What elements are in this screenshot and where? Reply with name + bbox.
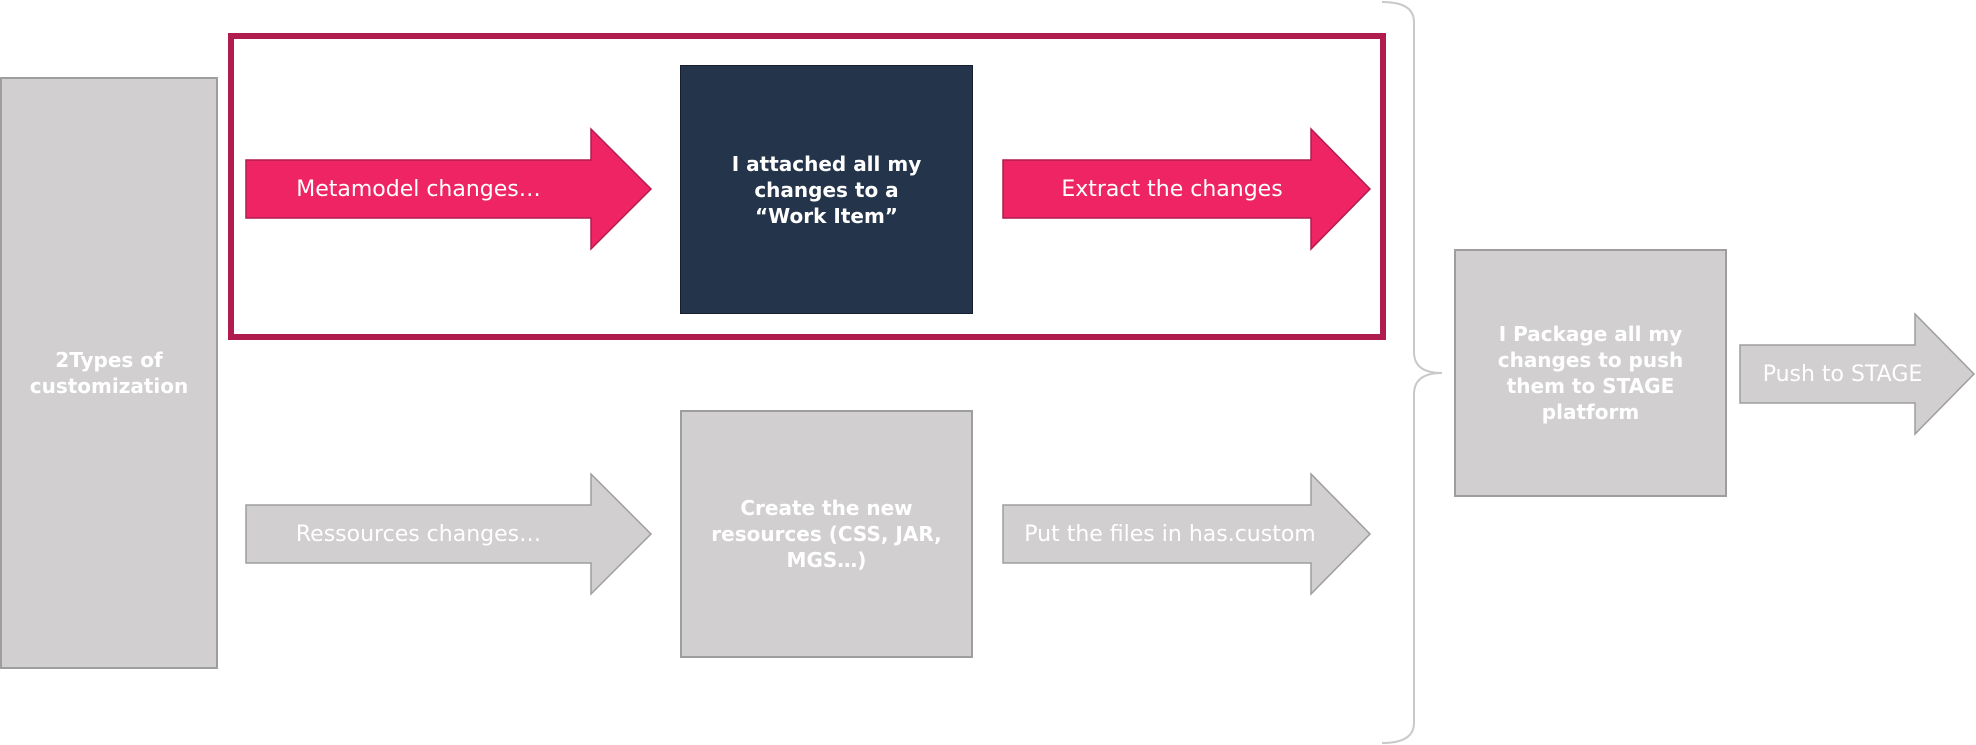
metamodel-changes-arrow: [245, 127, 653, 251]
extract-changes-arrow: [1002, 127, 1372, 251]
package-label: I Package all my changes to push them to…: [1497, 322, 1684, 424]
new-resources-box: Create the new resources (CSS, JAR, MGS……: [680, 410, 973, 658]
work-item-label: I attached all my changes to a “Work Ite…: [731, 151, 922, 228]
customization-types-label: 2Types of customization: [29, 348, 189, 398]
package-box: I Package all my changes to push them to…: [1454, 249, 1727, 497]
metamodel-highlight-frame: [228, 33, 1386, 340]
metamodel-changes-label: Metamodel changes…: [296, 176, 541, 202]
resources-changes-arrow: [245, 472, 653, 596]
extract-changes-label: Extract the changes: [1061, 176, 1283, 202]
put-files-arrow: [1002, 472, 1372, 596]
push-to-stage-arrow: [1739, 312, 1976, 436]
put-files-label: Put the files in has.custom: [1024, 521, 1316, 547]
customization-types-box: 2Types of customization: [0, 77, 218, 669]
resources-changes-label: Ressources changes…: [295, 521, 542, 547]
push-to-stage-label: Push to STAGE: [1762, 361, 1923, 387]
work-item-box: I attached all my changes to a “Work Ite…: [680, 65, 973, 314]
new-resources-label: Create the new resources (CSS, JAR, MGS……: [711, 496, 942, 572]
grouping-brace: [1381, 1, 1443, 744]
